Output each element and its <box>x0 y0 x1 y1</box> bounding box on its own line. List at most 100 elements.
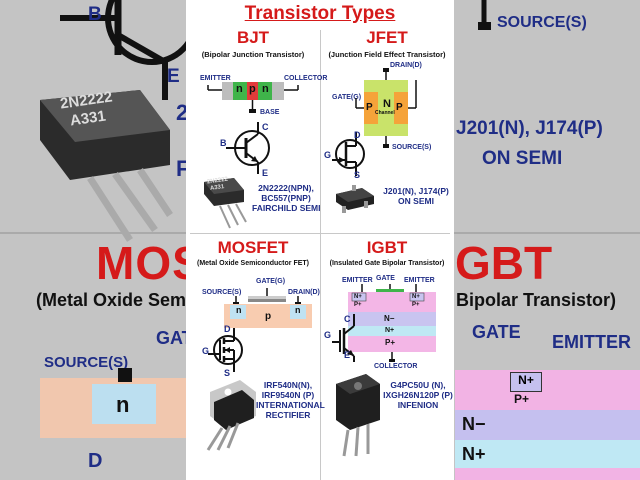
bg-igbt-heading: GBT <box>455 237 553 289</box>
mosfet-sym-d: D <box>224 324 231 334</box>
igbt-symbol-icon <box>332 314 355 362</box>
igbt-nplus-label: N+ <box>385 327 395 334</box>
jfet-channel-label: Channel <box>375 110 395 116</box>
mosfet-heading: MOSFET <box>217 238 289 257</box>
igbt-gate-label: GATE <box>376 275 395 282</box>
mosfet-to220-package-icon <box>206 380 256 451</box>
igbt-part-numbers: G4PC50U (N), IXGH26N120P (P) INFENION <box>382 380 454 410</box>
bg-2-label: 2 <box>176 100 189 125</box>
mosfet-n2-label: n <box>295 305 301 315</box>
igbt-heading: IGBT <box>366 238 408 257</box>
mosfet-part-line-1: IRF540N(N), <box>263 380 313 390</box>
bjt-sym-b: B <box>220 138 227 148</box>
mosfet-sym-g: G <box>202 346 210 356</box>
bg-metal-oxide: (Metal Oxide Semi <box>36 290 192 310</box>
bjt-heading: BJT <box>236 28 270 47</box>
jfet-heading: JFET <box>366 28 408 47</box>
bg-n-label: n <box>116 392 130 417</box>
page-title: Transistor Types <box>244 3 396 24</box>
bg-e-label: E <box>167 66 180 87</box>
igbt-sym-e: E <box>344 350 351 360</box>
bjt-layer-n1: n <box>236 83 243 95</box>
jfet-p1-label: P <box>366 102 373 113</box>
mosfet-gate-label: GATE(G) <box>256 278 286 285</box>
bg-igbt-pplus <box>455 468 640 480</box>
bg-bipolar: Bipolar Transistor) <box>456 290 617 310</box>
bg-nminus-label: N− <box>462 414 486 434</box>
igbt-sym-c: C <box>344 314 351 324</box>
bg-igbt-pp: P+ <box>514 392 530 406</box>
bg-nplus-label: N+ <box>462 444 486 464</box>
bg-emitter-right: EMITTER <box>552 332 631 352</box>
igbt-emitter-right-label: EMITTER <box>404 277 435 284</box>
bg-d-label: D <box>88 450 103 472</box>
bjt-structure <box>207 82 299 113</box>
bg-b-label: B <box>88 4 102 25</box>
mosfet-part-line-4: RECTIFIER <box>265 410 311 420</box>
igbt-pp2-label: P+ <box>412 302 420 308</box>
bg-igbt-top <box>455 370 640 410</box>
igbt-collector-label: COLLECTOR <box>374 363 418 370</box>
mosfet-part-line-2: IRF9540N (P) <box>261 390 315 400</box>
bg-igbt-nplus <box>455 440 640 468</box>
bjt-sym-c: C <box>262 122 269 132</box>
bg-mosfet-contact <box>118 368 132 382</box>
igbt-pp1-label: P+ <box>354 302 362 308</box>
jfet-symbol-icon <box>332 132 365 176</box>
igbt-emitter-left-label: EMITTER <box>342 277 373 284</box>
infographic-card: Transistor Types BJT (Bipolar Junction T… <box>186 0 454 480</box>
igbt-part-line-1: G4PC50U (N), <box>390 380 446 390</box>
jfet-p2-label: P <box>396 102 403 113</box>
bjt-layer-p: p <box>249 83 256 95</box>
igbt-structure <box>348 284 436 362</box>
bjt-collector-label: COLLECTOR <box>284 75 328 82</box>
jfet-sot23-package-icon <box>336 185 374 213</box>
jfet-part-line-1: J201(N), J174(P) <box>383 186 449 196</box>
horizontal-divider <box>190 233 450 234</box>
mosfet-source-label: SOURCE(S) <box>202 289 242 296</box>
mosfet-part-line-3: INTERNATIONAL <box>256 400 325 410</box>
jfet-part-line-2: ON SEMI <box>398 196 434 206</box>
mosfet-drain-label: DRAIN(D) <box>288 289 320 296</box>
bjt-part-numbers: 2N2222(NPN), BC557(PNP) FAIRCHILD SEMI <box>252 183 320 213</box>
jfet-part-numbers: J201(N), J174(P) ON SEMI <box>378 186 454 206</box>
jfet-source-label: SOURCE(S) <box>392 144 432 151</box>
mosfet-subtitle: (Metal Oxide Semiconductor FET) <box>196 260 309 267</box>
bg-gate-right: GATE <box>472 322 521 342</box>
jfet-subtitle: (Junction Field Effect Transistor) <box>328 50 446 59</box>
igbt-np2-label: N+ <box>412 294 420 300</box>
igbt-np1-label: N+ <box>354 294 362 300</box>
igbt-part-line-3: INFENION <box>397 400 439 410</box>
bjt-subtitle: (Bipolar Junction Transistor) <box>201 50 305 59</box>
bjt-layer-n2: n <box>262 83 269 95</box>
bjt-part-line-2: BC557(PNP) <box>261 193 311 203</box>
jfet-sym-s: S <box>354 170 361 180</box>
mosfet-sym-s: S <box>224 368 231 378</box>
bg-igbt-nminus <box>455 410 640 440</box>
bg-source-label: SOURCE(S) <box>497 14 587 31</box>
bg-source-left: SOURCE(S) <box>44 354 129 371</box>
igbt-part-line-2: IXGH26N120P (P) <box>383 390 453 400</box>
jfet-structure <box>355 68 417 148</box>
bjt-part-line-1: 2N2222(NPN), <box>258 183 314 193</box>
jfet-drain-label: DRAIN(D) <box>390 62 422 69</box>
bjt-base-label: BASE <box>260 109 280 116</box>
bg-jfet-wire <box>478 0 491 30</box>
igbt-nminus-label: N− <box>384 314 395 323</box>
vertical-divider <box>320 30 321 480</box>
igbt-to247-package-icon <box>336 374 380 457</box>
bjt-to92-package-icon <box>204 178 247 229</box>
igbt-subtitle: (Insulated Gate Bipolar Transistor) <box>329 260 445 267</box>
jfet-sym-d: D <box>354 130 361 140</box>
bg-igbt-np: N+ <box>510 372 542 392</box>
igbt-sym-g: G <box>324 330 332 340</box>
mosfet-n1-label: n <box>236 305 242 315</box>
mosfet-p-label: p <box>265 311 272 322</box>
bg-to92-package <box>40 90 173 242</box>
bg-on-semi: ON SEMI <box>482 148 563 169</box>
igbt-pplus-label: P+ <box>385 338 396 347</box>
mosfet-structure <box>224 288 312 328</box>
bjt-sym-e: E <box>262 168 269 178</box>
bg-mosfet-n-region <box>92 384 156 424</box>
mosfet-part-numbers: IRF540N(N), IRF9540N (P) INTERNATIONAL R… <box>256 380 325 420</box>
